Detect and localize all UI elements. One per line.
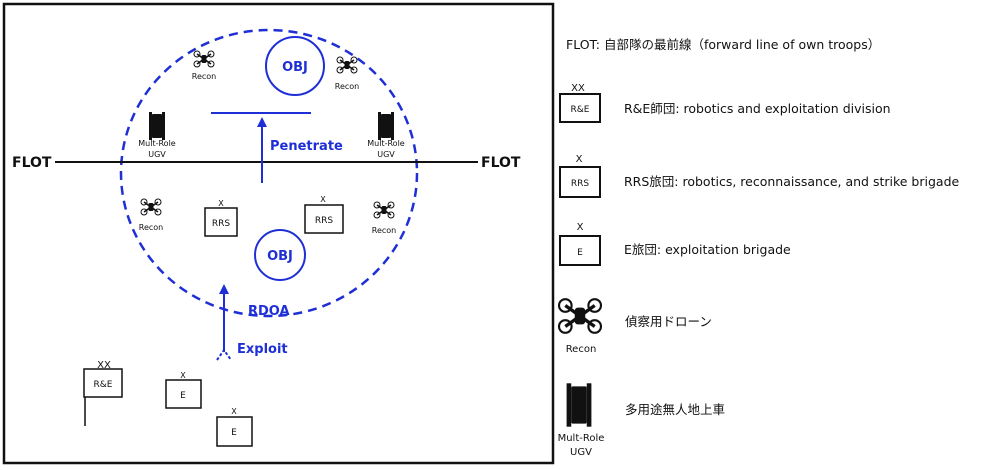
legend-ugv-label-line1: Mult-Role	[558, 433, 605, 444]
exploit-arrow-head	[219, 284, 229, 294]
ugv-label-line2: UGV	[377, 150, 395, 159]
recon-label: Recon	[192, 72, 216, 81]
objective-center-label: OBJ	[267, 249, 293, 264]
flot-label-right: FLOT	[481, 155, 521, 171]
e-unit-symbol	[216, 416, 253, 447]
recon-drone-icon	[140, 198, 162, 216]
legend-re-text: R&E師団: robotics and exploitation divisio…	[624, 101, 891, 116]
rdoa-label: RDOA	[248, 304, 290, 319]
objective-top-label: OBJ	[282, 60, 308, 75]
recon-drone-icon	[193, 50, 215, 68]
legend-ugv-text: 多用途無人地上車	[625, 402, 725, 417]
legend-ugv-label-line2: UGV	[570, 447, 592, 458]
penetrate-arrow-head	[257, 117, 267, 127]
legend-recon-drone-icon	[557, 297, 603, 335]
objective-center-circle	[254, 229, 306, 281]
rrs-unit-label: RRS	[212, 219, 231, 229]
legend-rrs-echelon: X	[576, 154, 583, 165]
rrs-unit-symbol	[204, 207, 238, 237]
re-echelon: XX	[97, 360, 111, 371]
legend-rrs-box-label: RRS	[571, 179, 590, 189]
multi-role-ugv-icon	[378, 112, 394, 140]
exploit-arrow-tail	[216, 348, 232, 361]
e-unit-symbol	[165, 379, 202, 409]
recon-label: Recon	[139, 223, 163, 232]
diagram-frame	[2, 2, 555, 465]
legend-e-text: E旅団: exploitation brigade	[624, 242, 791, 257]
recon-drone-icon	[373, 201, 395, 219]
e-unit-label: E	[231, 428, 237, 438]
recon-drone-icon	[336, 56, 358, 74]
legend-recon-label: Recon	[566, 344, 597, 355]
legend-e-echelon: X	[577, 222, 584, 233]
e-unit-label: E	[180, 391, 186, 401]
area-of-operation-circle	[119, 28, 419, 318]
legend-e-box-label: E	[577, 248, 583, 258]
recon-label: Recon	[372, 226, 396, 235]
legend-re-symbol	[559, 93, 601, 123]
multi-role-ugv-icon	[149, 112, 165, 140]
rrs-unit-symbol	[304, 204, 344, 234]
rrs-unit-label: RRS	[315, 216, 334, 226]
legend-re-echelon: XX	[571, 83, 585, 94]
legend-flot-text: FLOT: 自部隊の最前線（forward line of own troops…	[566, 37, 880, 52]
e-echelon: X	[180, 371, 186, 380]
ugv-label-line1: Mult-Role	[367, 139, 405, 148]
re-unit-symbol	[83, 368, 123, 398]
objective-top-circle	[265, 36, 325, 96]
legend-rrs-text: RRS旅団: robotics, reconnaissance, and str…	[624, 174, 960, 189]
rrs-echelon: X	[218, 199, 224, 208]
legend-recon-text: 偵察用ドローン	[625, 314, 712, 329]
ugv-label-line1: Mult-Role	[138, 139, 176, 148]
flot-label-left: FLOT	[12, 155, 52, 171]
exploit-label: Exploit	[237, 342, 288, 357]
rrs-echelon: X	[320, 195, 326, 204]
legend-rrs-symbol	[559, 166, 601, 198]
legend-ugv-icon	[566, 383, 592, 427]
e-echelon: X	[231, 407, 237, 416]
ugv-label-line2: UGV	[148, 150, 166, 159]
legend-re-box-label: R&E	[571, 105, 590, 115]
legend-e-symbol	[559, 235, 601, 266]
recon-label: Recon	[335, 82, 359, 91]
re-unit-label: R&E	[94, 380, 113, 390]
penetrate-label: Penetrate	[270, 139, 343, 154]
